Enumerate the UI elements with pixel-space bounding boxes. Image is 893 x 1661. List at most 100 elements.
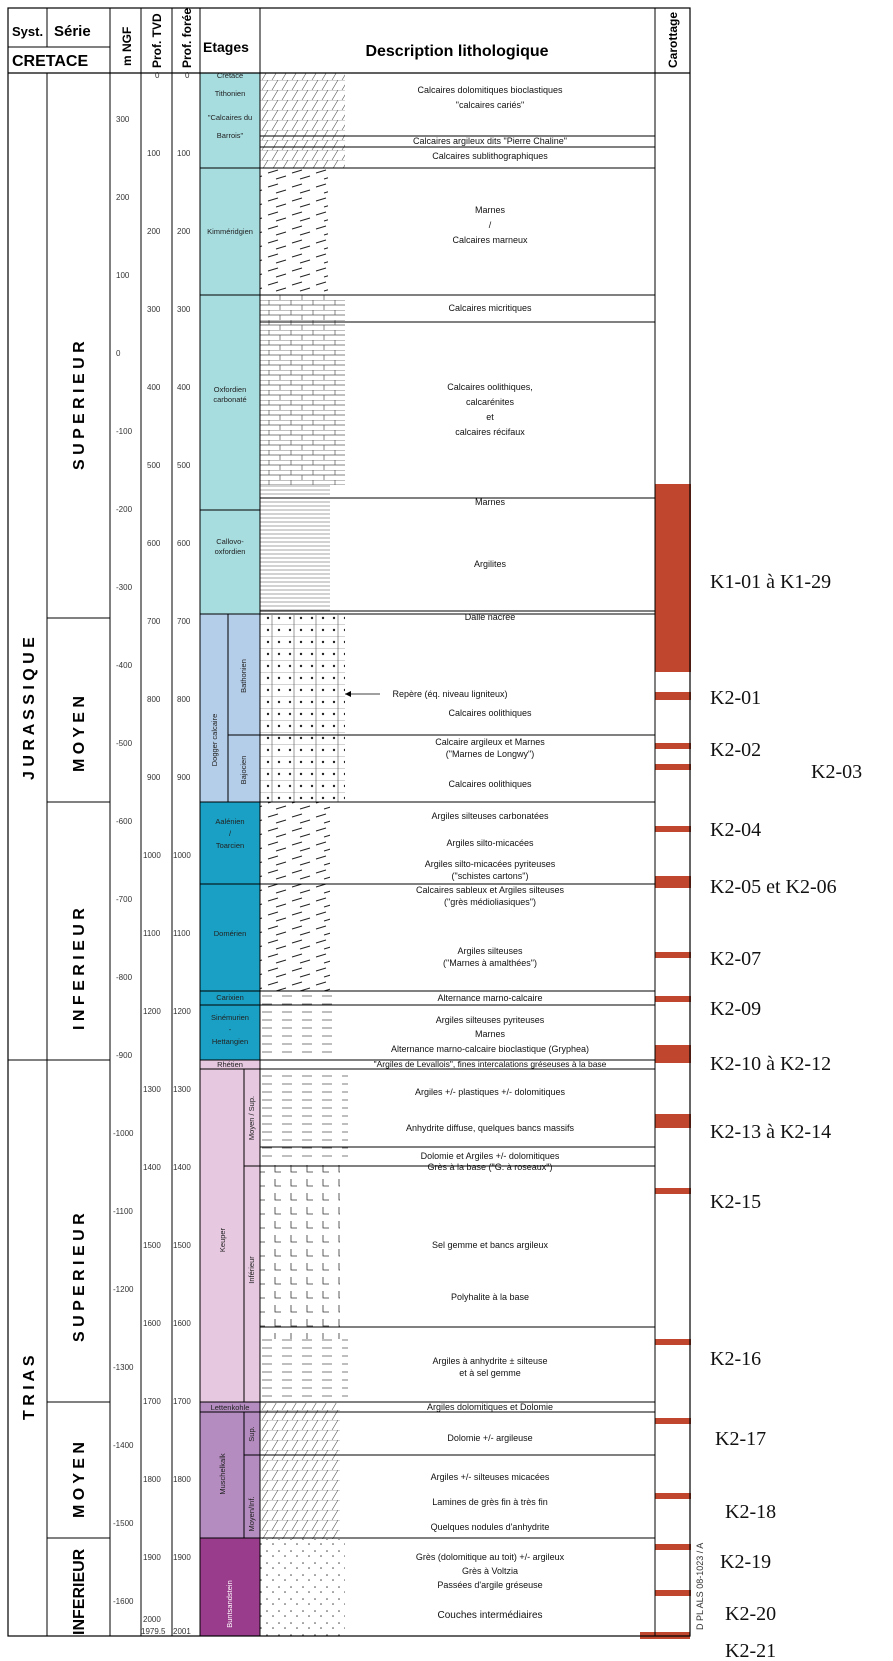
svg-text:("Marnes de Longwy"): ("Marnes de Longwy") [446,749,534,759]
svg-text:Anhydrite diffuse, quelques ba: Anhydrite diffuse, quelques bancs massif… [406,1123,574,1133]
foree-ticks: 0 100 200 300 400 500 600 700 800 900 10… [173,71,191,1636]
tvd-ticks: 0 100 200 300 400 500 600 700 800 900 10… [141,71,166,1636]
svg-text:Passées d'argile gréseuse: Passées d'argile gréseuse [437,1580,542,1590]
svg-text:0: 0 [155,71,160,80]
svg-text:1500: 1500 [173,1241,191,1250]
core-samples [640,484,691,1639]
svg-text:Aalénien: Aalénien [215,817,244,826]
svg-text:calcarénites: calcarénites [466,397,515,407]
svg-text:Argilites: Argilites [474,559,507,569]
svg-text:Quelques nodules d'anhydrite: Quelques nodules d'anhydrite [431,1522,550,1532]
stage-labels: Crétacé Tithonien "Calcaires du Barrois"… [207,71,256,1628]
svg-text:800: 800 [177,695,191,704]
svg-text:0: 0 [116,349,121,358]
core-label: K2-13 à K2-14 [710,1121,831,1143]
svg-text:Argiles silto-micacées: Argiles silto-micacées [446,838,534,848]
svg-text:Argiles silteuses pyriteuses: Argiles silteuses pyriteuses [436,1015,545,1025]
svg-text:Lettenkohle: Lettenkohle [211,1403,250,1412]
core-label: K2-05 et K2-06 [710,876,837,898]
svg-text:Calcaires oolithiques: Calcaires oolithiques [448,708,532,718]
svg-text:Argiles silteuses: Argiles silteuses [457,946,523,956]
svg-text:Rhétien: Rhétien [217,1060,243,1069]
svg-text:-100: -100 [116,427,133,436]
svg-text:calcaires récifaux: calcaires récifaux [455,427,525,437]
series-jur-sup: S U P E R I E U R [71,341,88,470]
core-label: K1-01 à K1-29 [710,571,831,593]
svg-text:Argiles +/- silteuses micacées: Argiles +/- silteuses micacées [431,1472,550,1482]
svg-text:1400: 1400 [173,1163,191,1172]
svg-text:900: 900 [147,773,161,782]
system-labels: J U R A S S I Q U E T R I A S [21,637,38,1420]
svg-text:Calcaires oolithiques,: Calcaires oolithiques, [447,382,533,392]
svg-text:Calcaire argileux et Marnes: Calcaire argileux et Marnes [435,737,545,747]
svg-text:Argiles à anhydrite ± silteuse: Argiles à anhydrite ± silteuse [433,1356,548,1366]
svg-text:1900: 1900 [143,1553,161,1562]
svg-text:-800: -800 [116,973,133,982]
svg-text:1200: 1200 [143,1007,161,1016]
svg-text:600: 600 [147,539,161,548]
svg-text:Argiles silteuses carbonatées: Argiles silteuses carbonatées [431,811,549,821]
svg-text:carbonaté: carbonaté [213,395,246,404]
core-label: K2-19 [720,1551,771,1573]
svg-text:-300: -300 [116,583,133,592]
svg-text:800: 800 [147,695,161,704]
svg-text:-400: -400 [116,661,133,670]
svg-text:et à sel gemme: et à sel gemme [459,1368,521,1378]
svg-text:900: 900 [177,773,191,782]
svg-text:200: 200 [177,227,191,236]
svg-text:500: 500 [177,461,191,470]
svg-text:Toarcien: Toarcien [216,841,244,850]
svg-text:Dalle nacrée: Dalle nacrée [465,612,516,622]
svg-text:700: 700 [177,617,191,626]
core-label: K2-04 [710,819,761,841]
svg-text:-500: -500 [116,739,133,748]
svg-text:Dogger calcaire: Dogger calcaire [210,714,219,767]
core-label: K2-07 [710,948,761,970]
svg-text:Inférieur: Inférieur [247,1256,256,1284]
svg-text:Repère (éq. niveau ligniteux): Repère (éq. niveau ligniteux) [392,689,507,699]
svg-text:-1200: -1200 [113,1285,134,1294]
svg-text:400: 400 [177,383,191,392]
lithology-descriptions: Calcaires dolomitiques bioclastiques "ca… [374,85,607,1621]
svg-text:100: 100 [177,149,191,158]
series-jur-moyen: M O Y E N [71,696,88,772]
svg-text:1400: 1400 [143,1163,161,1172]
header-cretace: CRETACE [12,53,88,70]
svg-text:Grès à la base ("G. à roseaux": Grès à la base ("G. à roseaux") [428,1162,553,1172]
core-label: K2-20 [725,1603,776,1625]
svg-text:1000: 1000 [143,851,161,860]
lithology-column [260,73,348,1636]
svg-text:Couches intermédiaires: Couches intermédiaires [437,1610,542,1621]
svg-text:Crétacé: Crétacé [217,71,243,80]
system-trias: T R I A S [21,1355,38,1420]
repere-arrow [345,691,380,697]
svg-text:"calcaires cariés": "calcaires cariés" [456,100,524,110]
svg-text:1100: 1100 [143,929,161,938]
svg-text:600: 600 [177,539,191,548]
core-label: K2-09 [710,998,761,1020]
svg-text:Calcaires sableux et Argiles s: Calcaires sableux et Argiles silteuses [416,885,565,895]
svg-text:Argiles dolomitiques et Dolomi: Argiles dolomitiques et Dolomie [427,1402,553,1412]
reference-code: D PL ALS 08-1023 / A [695,1543,705,1630]
svg-text:-1600: -1600 [113,1597,134,1606]
svg-text:Grès (dolomitique au toit) +/-: Grès (dolomitique au toit) +/- argileux [416,1552,565,1562]
svg-text:1900: 1900 [173,1553,191,1562]
svg-text:1200: 1200 [173,1007,191,1016]
svg-text:("schistes cartons"): ("schistes cartons") [452,871,529,881]
header-description: Description lithologique [365,43,548,60]
grid-frame [7,7,691,1637]
svg-text:1700: 1700 [173,1397,191,1406]
svg-text:Bajocien: Bajocien [239,756,248,785]
svg-text:2001: 2001 [173,1627,191,1636]
svg-text:Moyen/Inf.: Moyen/Inf. [247,1496,256,1531]
core-label: K2-18 [725,1501,776,1523]
svg-text:1300: 1300 [143,1085,161,1094]
svg-text:200: 200 [147,227,161,236]
svg-text:et: et [486,412,494,422]
svg-text:Kimméridgien: Kimméridgien [207,227,253,236]
header-carottage: Carottage [666,12,680,68]
svg-text:Calcaires oolithiques: Calcaires oolithiques [448,779,532,789]
svg-text:Calcaires marneux: Calcaires marneux [452,235,528,245]
svg-text:500: 500 [147,461,161,470]
svg-text:Polyhalite à la base: Polyhalite à la base [451,1292,529,1302]
